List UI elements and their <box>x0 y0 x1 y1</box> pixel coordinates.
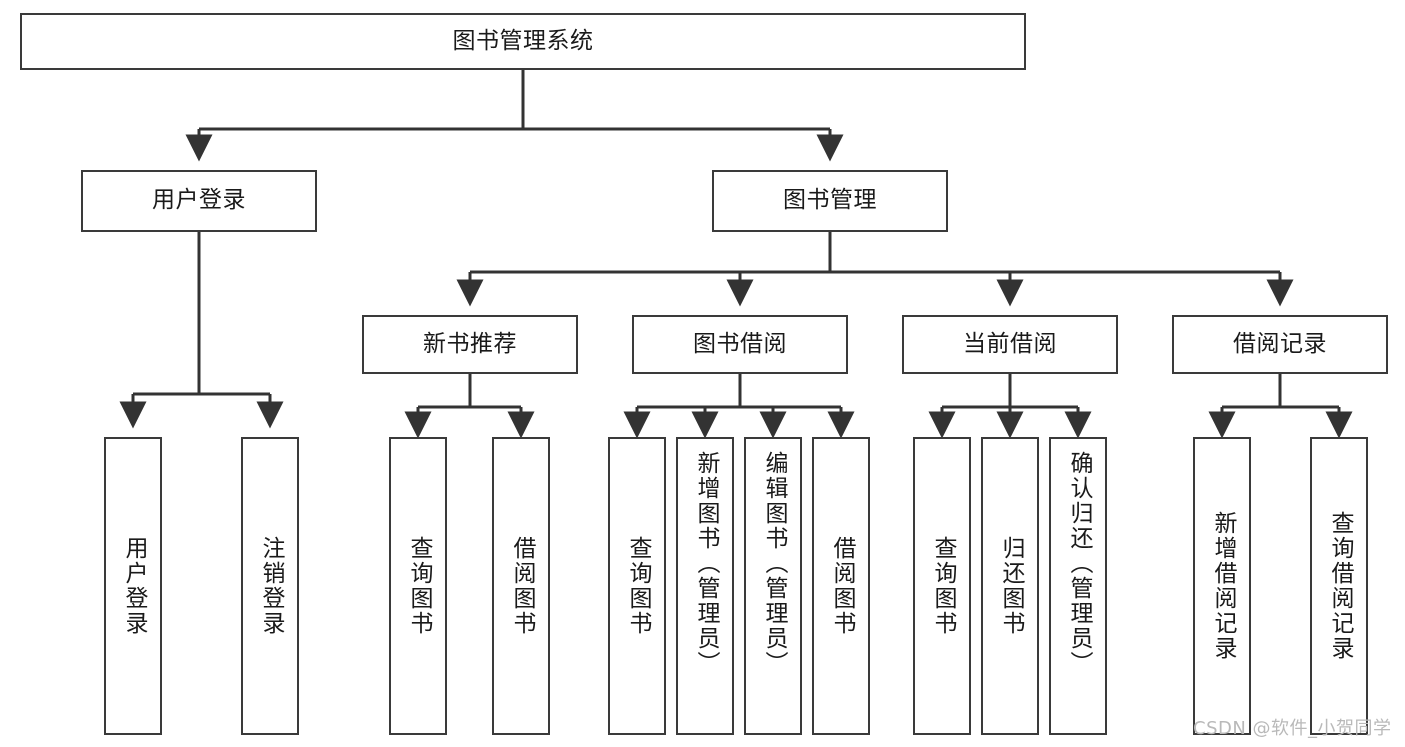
leaf-borrow-book-borrow[interactable]: 借阅图书 <box>812 437 870 735</box>
leaf-query-book-borrow[interactable]: 查询图书 <box>608 437 666 735</box>
leaf-add-book-admin[interactable]: 新增图书（管理员） <box>676 437 734 735</box>
node-label: 借阅记录 <box>1233 330 1327 357</box>
node-label: 借阅图书 <box>508 536 535 636</box>
leaf-logout-login[interactable]: 注销登录 <box>241 437 299 735</box>
node-root-book-management-system[interactable]: 图书管理系统 <box>20 13 1026 70</box>
node-label: 查询图书 <box>929 536 956 636</box>
node-label: 图书管理系统 <box>452 27 594 54</box>
node-label: 当前借阅 <box>963 330 1057 357</box>
node-label: 归还图书 <box>997 536 1024 636</box>
node-label: 查询图书 <box>624 536 651 636</box>
leaf-borrow-book-recommend[interactable]: 借阅图书 <box>492 437 550 735</box>
node-label: 新增借阅记录 <box>1209 511 1236 661</box>
node-label: 图书管理 <box>783 187 877 214</box>
leaf-user-login[interactable]: 用户登录 <box>104 437 162 735</box>
leaf-query-book-recommend[interactable]: 查询图书 <box>389 437 447 735</box>
leaf-confirm-return-admin[interactable]: 确认归还（管理员） <box>1049 437 1107 735</box>
node-label: 借阅图书 <box>828 536 855 636</box>
node-book-manage[interactable]: 图书管理 <box>712 170 948 232</box>
node-label: 查询图书 <box>405 536 432 636</box>
node-label: 图书借阅 <box>693 330 787 357</box>
node-book-borrow[interactable]: 图书借阅 <box>632 315 848 374</box>
node-label: 注销登录 <box>257 536 284 636</box>
node-label: 编辑图书（管理员） <box>760 451 787 676</box>
leaf-add-borrow-record[interactable]: 新增借阅记录 <box>1193 437 1251 735</box>
node-label: 新书推荐 <box>423 330 517 357</box>
node-current-borrow[interactable]: 当前借阅 <box>902 315 1118 374</box>
node-user-login[interactable]: 用户登录 <box>81 170 317 232</box>
node-label: 查询借阅记录 <box>1326 511 1353 661</box>
node-label: 新增图书（管理员） <box>692 451 719 676</box>
node-borrow-record[interactable]: 借阅记录 <box>1172 315 1388 374</box>
leaf-query-borrow-record[interactable]: 查询借阅记录 <box>1310 437 1368 735</box>
node-label: 用户登录 <box>152 187 246 214</box>
node-label: 用户登录 <box>120 536 147 636</box>
node-new-book-recommend[interactable]: 新书推荐 <box>362 315 578 374</box>
node-label: 确认归还（管理员） <box>1065 451 1092 676</box>
watermark: CSDN @软件_小贺同学 <box>1193 718 1392 739</box>
leaf-edit-book-admin[interactable]: 编辑图书（管理员） <box>744 437 802 735</box>
leaf-return-book[interactable]: 归还图书 <box>981 437 1039 735</box>
leaf-query-book-current[interactable]: 查询图书 <box>913 437 971 735</box>
